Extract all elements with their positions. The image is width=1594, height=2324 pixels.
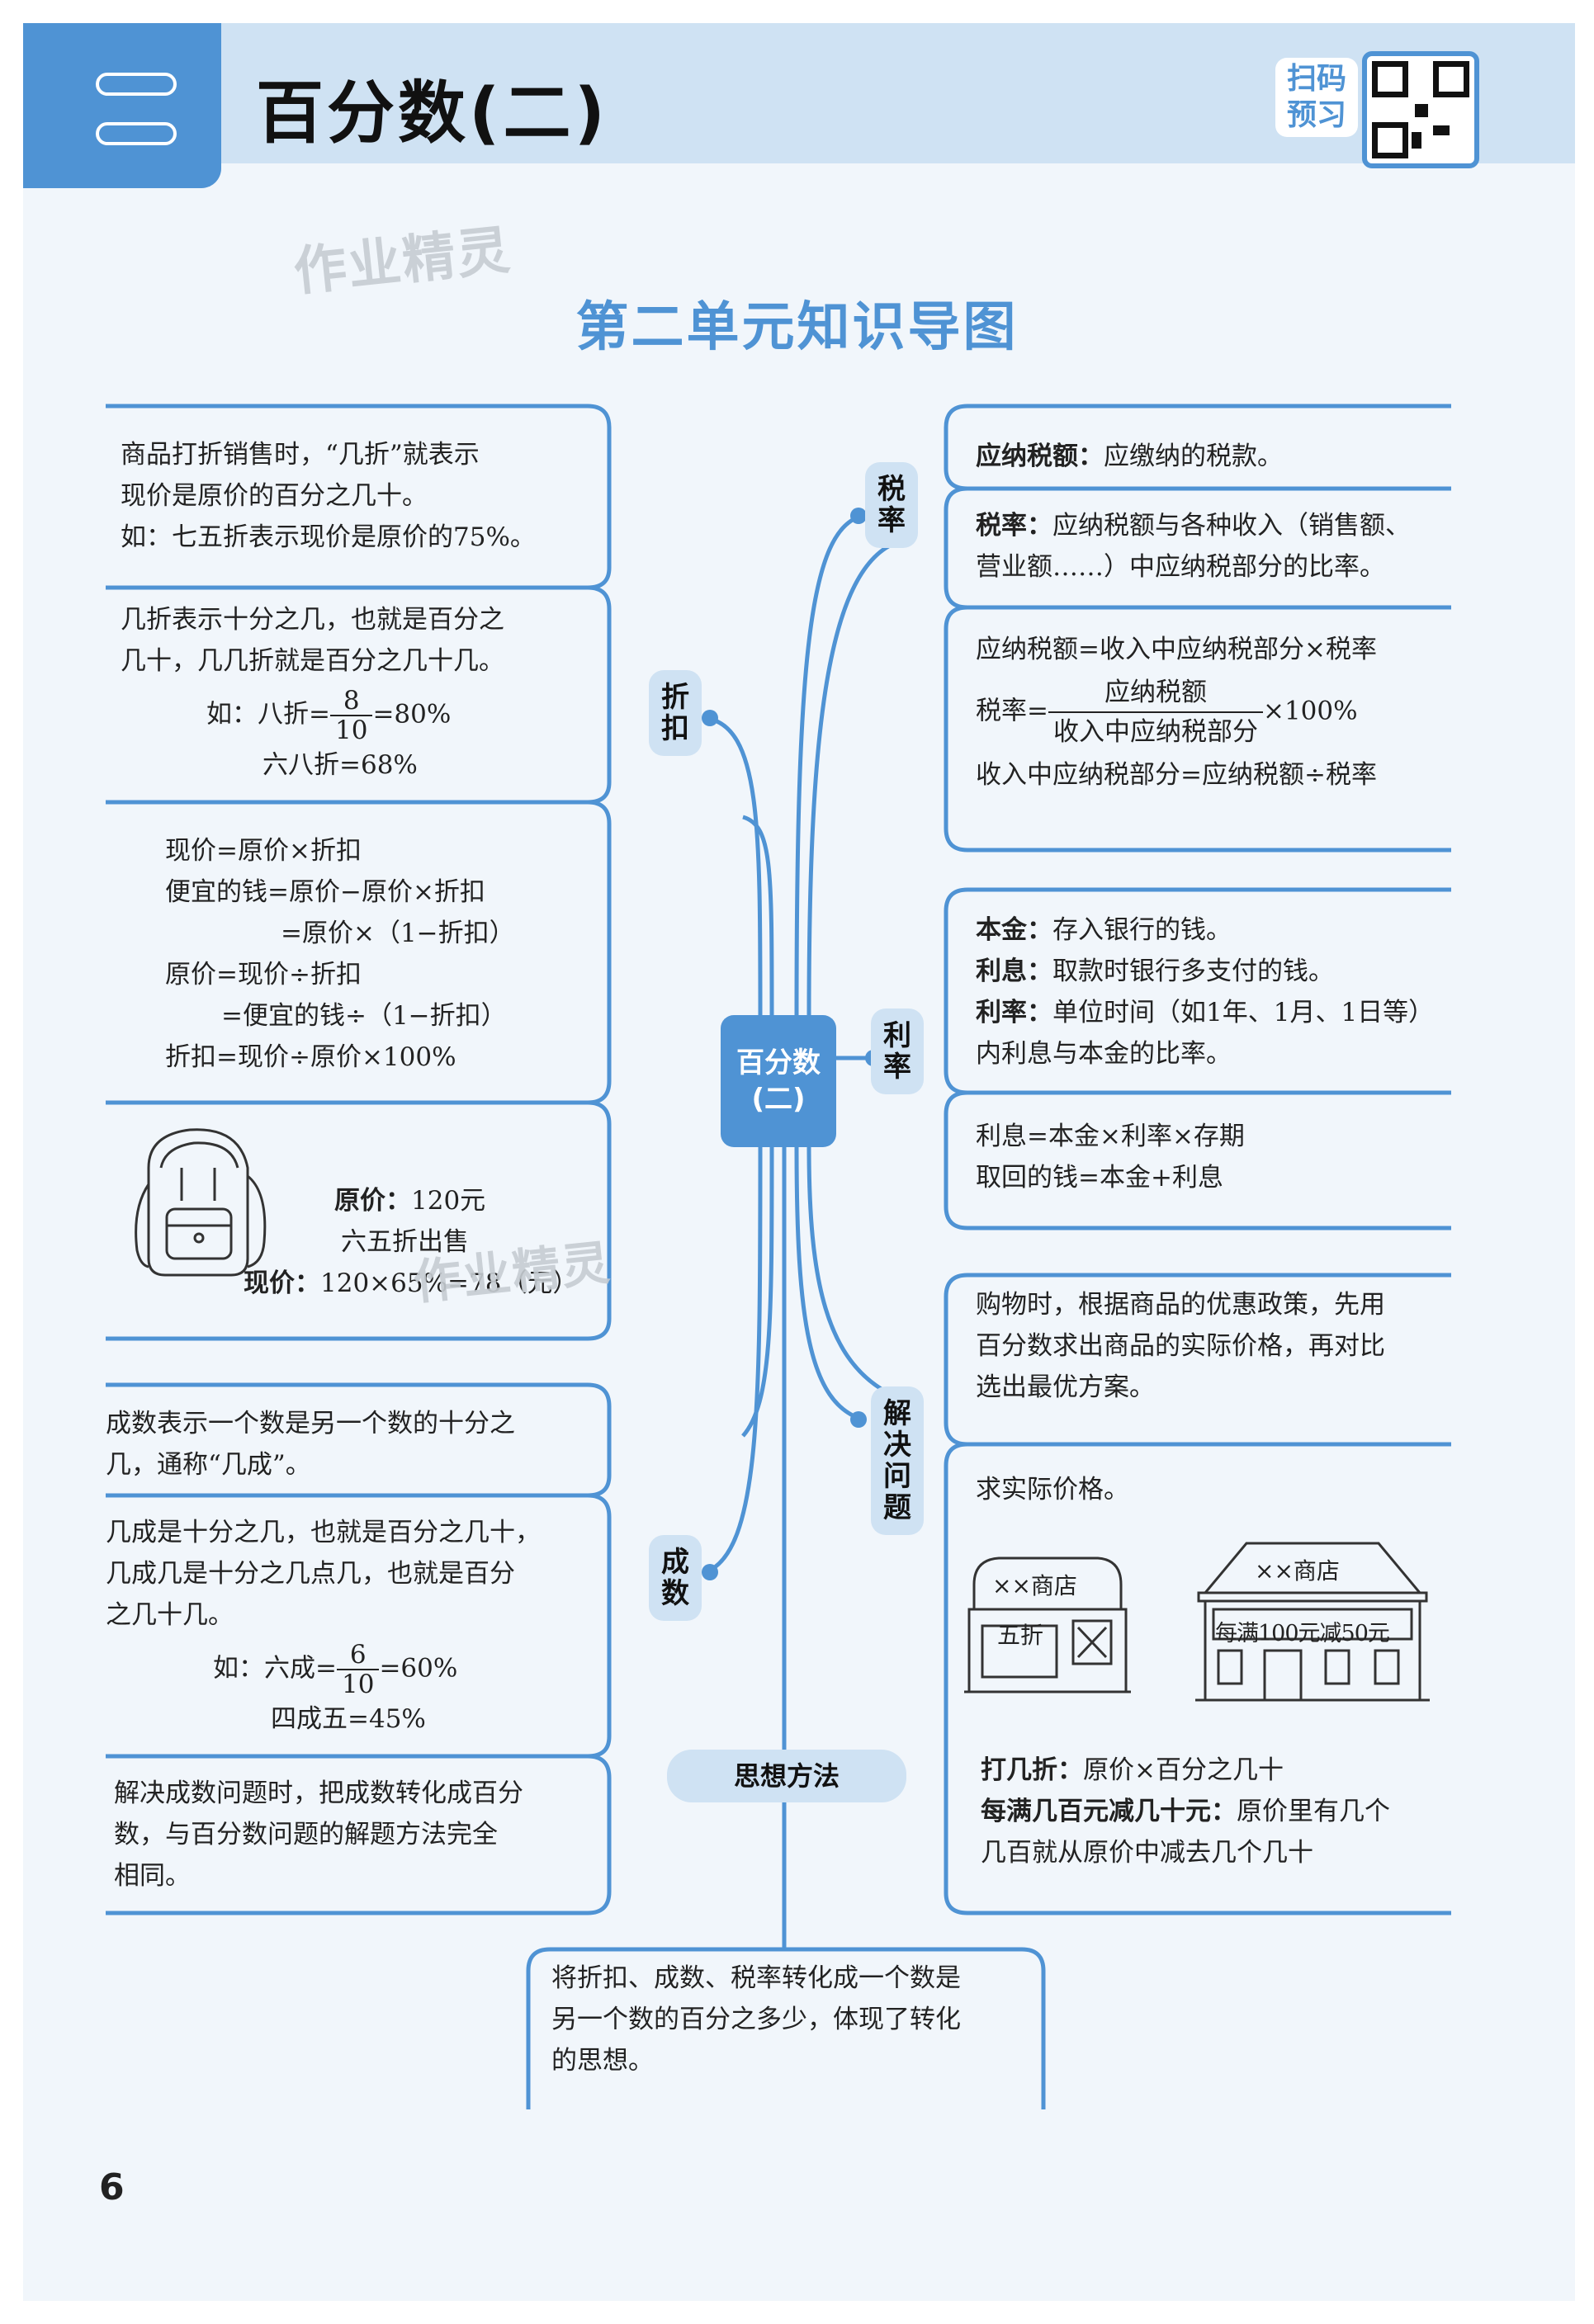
cheng-shu-conversion: 几成是十分之几，也就是百分之几十， 几成几是十分之几点几，也就是百分 之几十几。… — [106, 1518, 541, 1734]
chapter-tab — [23, 23, 221, 188]
tag-cheng-shu: 成数 — [649, 1535, 702, 1621]
backpack-icon — [135, 1128, 267, 1277]
cheng-shu-method: 解决成数问题时，把成数转化成百分 数，与百分数问题的解题方法完全 相同。 — [114, 1778, 523, 1891]
tag-discount: 折扣 — [649, 670, 702, 756]
tax-formulas: 应纳税额=收入中应纳税部分×税率 税率=应纳税额收入中应纳税部分×100% 收入… — [976, 635, 1377, 790]
tag-interest-rate: 利率 — [871, 1008, 924, 1094]
tag-problem-solving: 解决问题 — [871, 1386, 924, 1535]
scan-preview-label[interactable]: 扫码 预习 — [1275, 58, 1358, 137]
shop-icon — [1195, 1542, 1430, 1702]
qr-code-icon[interactable] — [1362, 51, 1479, 168]
tag-tax-rate: 税率 — [865, 462, 918, 548]
shop2-sign: 每满100元减50元 — [1215, 1621, 1390, 1646]
center-node: 百分数 (二) — [721, 1015, 836, 1147]
tax-payable-definition: 应纳税额：应缴纳的税款。 — [976, 442, 1283, 471]
interest-formulas: 利息=本金×利率×存期 取回的钱=本金+利息 — [976, 1122, 1245, 1193]
shop1-name: ××商店 — [992, 1572, 1077, 1599]
chapter-title: 百分数(二) — [256, 74, 608, 153]
discount-formulas: 现价=原价×折扣 便宜的钱=原价−原价×折扣 =原价×（1−折扣） 原价=现价÷… — [165, 836, 515, 1072]
interest-definitions: 本金：存入银行的钱。 利息：取款时银行多支付的钱。 利率：单位时间（如1年、1月… — [976, 915, 1435, 1069]
discount-definition: 商品打折销售时，“几折”就表示 现价是原价的百分之几十。 如：七五折表示现价是原… — [121, 440, 536, 552]
chapter-number-bar — [96, 73, 177, 96]
backpack-example: 原价：120元 六五折出售 现价：120×65%=78（元） — [244, 1186, 579, 1298]
chapter-number-bar — [96, 122, 177, 145]
page-background — [23, 23, 1575, 2301]
method-label: 思想方法 — [667, 1750, 906, 1802]
shop-icon — [964, 1556, 1131, 1693]
actual-price-title: 求实际价格。 — [976, 1475, 1129, 1504]
page-heading: 第二单元知识导图 — [575, 297, 1019, 358]
method-description: 将折扣、成数、税率转化成一个数是 另一个数的百分之多少，体现了转化 的思想。 — [551, 1963, 961, 2076]
tax-rate-formula: 税率=应纳税额收入中应纳税部分×100% — [976, 673, 1377, 751]
shop2-name: ××商店 — [1255, 1557, 1340, 1585]
shop1-sign: 五折 — [997, 1622, 1044, 1649]
page-number: 6 — [99, 2166, 125, 2208]
cheng-shu-definition: 成数表示一个数是另一个数的十分之 几，通称“几成”。 — [106, 1409, 515, 1480]
fraction: 应纳税额收入中应纳税部分 — [1048, 673, 1263, 751]
discount-methods: 打几折：原价×百分之几十 每满几百元减几十元：原价里有几个 几百就从原价中减去几… — [981, 1755, 1390, 1868]
problem-solving-intro: 购物时，根据商品的优惠政策，先用 百分数求出商品的实际价格，再对比 选出最优方案… — [976, 1290, 1385, 1402]
tax-rate-definition: 税率：应纳税额与各种收入（销售额、 营业额……）中应纳税部分的比率。 — [976, 511, 1411, 582]
